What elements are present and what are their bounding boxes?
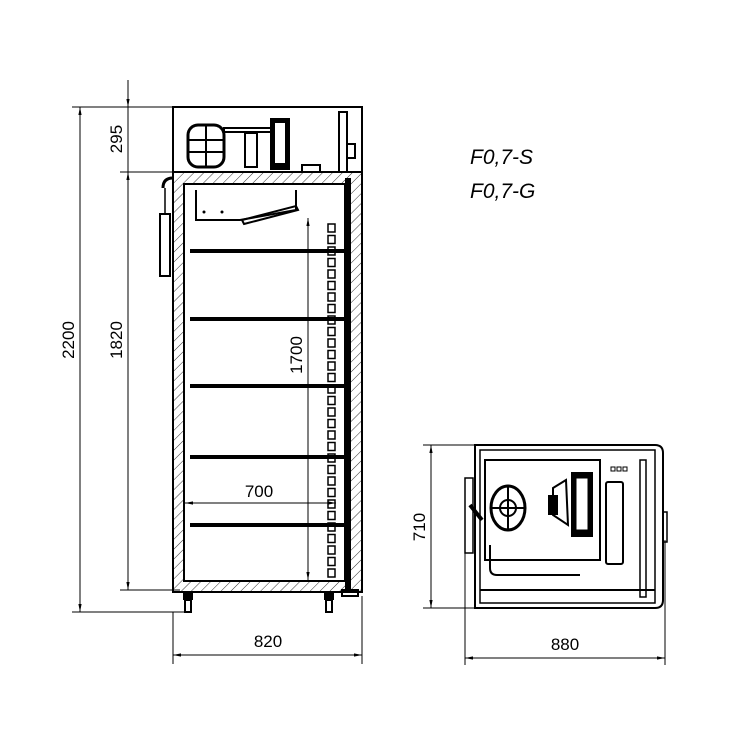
rail-slot (327, 568, 336, 578)
fan-icon (489, 484, 527, 532)
door-hinge (338, 111, 348, 173)
foot (324, 592, 334, 600)
rail-slot (327, 349, 336, 360)
rail-slot (327, 315, 336, 325)
shelves (190, 249, 345, 527)
door-edge (345, 178, 351, 590)
rail-slot (327, 453, 336, 463)
rail-slot (327, 280, 336, 291)
shelf (190, 384, 345, 388)
condensing-unit-plate (484, 459, 601, 561)
rail-slot (327, 395, 336, 406)
model-label-g: F0,7-G (470, 180, 535, 203)
rail-slot (327, 464, 336, 475)
rail-slot (327, 510, 336, 521)
dim-total-height: 2200 (59, 321, 78, 359)
rail-slot (327, 533, 336, 544)
control-panel (605, 481, 624, 565)
model-label-s: F0,7-S (470, 146, 533, 169)
rail-slot (327, 234, 336, 245)
rail-slot (327, 476, 336, 486)
compressor-icon (186, 118, 321, 173)
dim-inner-width: 700 (245, 482, 273, 501)
rail-slot (327, 246, 336, 256)
dim-top-view-depth: 710 (410, 513, 429, 541)
foot (183, 592, 193, 600)
rail-slot (327, 257, 336, 268)
evaporator (195, 190, 300, 226)
rail-slot (327, 522, 336, 532)
dim-top-unit-height: 295 (107, 125, 126, 153)
rail-slot (327, 269, 336, 279)
inner-cavity (183, 183, 346, 582)
shelf (190, 455, 345, 459)
rail-slot (327, 326, 336, 337)
rail-slot (327, 361, 336, 371)
rail-slot (327, 545, 336, 555)
shelf (190, 523, 345, 527)
top-view (464, 444, 668, 609)
shelf-rail (327, 223, 336, 578)
front-view (159, 106, 363, 613)
rail-slot (327, 407, 336, 417)
dim-inner-height: 1700 (287, 336, 306, 374)
dimension-lines-top (423, 444, 666, 665)
rail-slot (327, 303, 336, 314)
rail-slot (327, 223, 336, 233)
rail-slot (327, 372, 336, 383)
rail-slot (327, 556, 336, 567)
shelf (190, 317, 345, 321)
rail-slot (327, 338, 336, 348)
dim-top-view-width: 880 (551, 635, 579, 654)
door-handle (159, 213, 171, 277)
top-view-handle (464, 477, 474, 554)
rail-slot (327, 487, 336, 498)
rail-slot (327, 292, 336, 302)
dimension-lines-front (72, 80, 363, 664)
dim-cabinet-height: 1820 (107, 321, 126, 359)
condenser-icon (548, 472, 593, 537)
rail-slot (327, 430, 336, 440)
shelf (190, 249, 345, 253)
rail-slot (327, 441, 336, 452)
rail-slot (327, 418, 336, 429)
dim-front-width: 820 (254, 632, 282, 651)
rail-slot (327, 384, 336, 394)
